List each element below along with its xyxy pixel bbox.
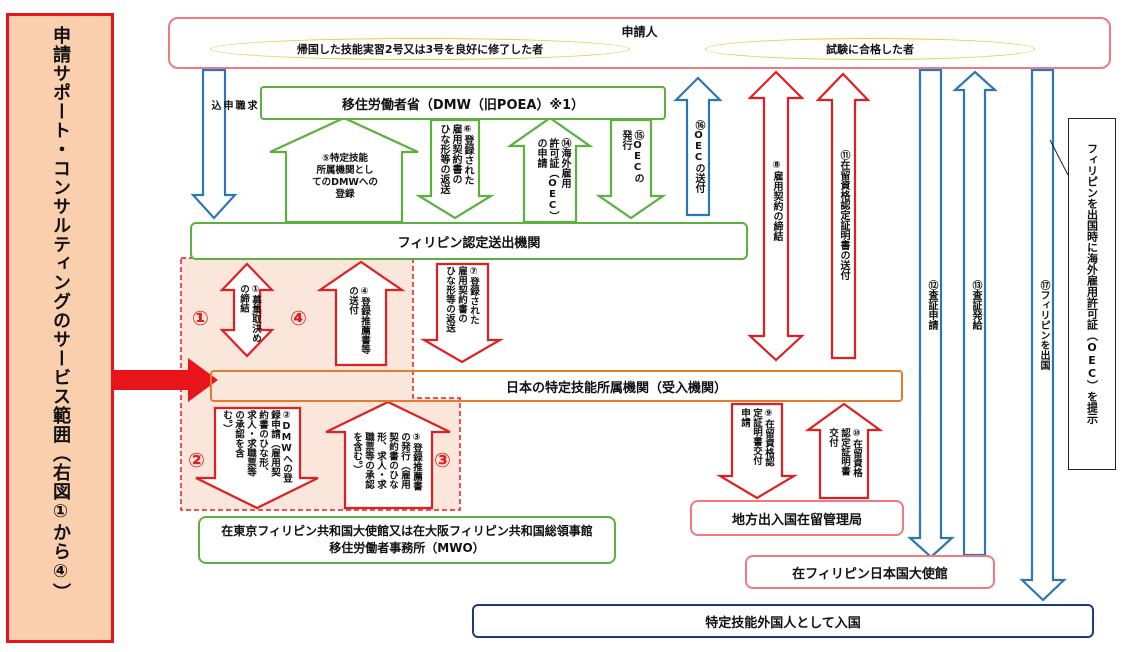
embassy-jp-line1: 在東京フィリピン共和国大使館又は在大阪フィリピン共和国総領事館 (221, 524, 593, 538)
label-s5: ⑤特定技能 所属機関とし てのDMWへの 登録 (312, 153, 378, 200)
applicant-oval-right: 試験に合格した者 (705, 38, 1035, 60)
arrow-s8 (747, 70, 805, 362)
embassy-ph-box: 在フィリピン日本国大使館 (745, 555, 995, 589)
label-s13: ⑬査証発給 (970, 280, 981, 330)
immigration-title: 地方出入国在留管理局 (731, 512, 862, 528)
label-s10: ⑩在留資格 認定証明書 交付 (827, 428, 862, 477)
receiving-org-title: 日本の特定技能所属機関（受入機関） (505, 380, 727, 396)
arrow-s17 (1019, 68, 1067, 602)
label-s8: ⑧雇用契約の締結 (771, 160, 782, 241)
label-s7: ⑦登録された 雇用契約書の ひな形等の返送 (444, 266, 479, 333)
applicant-box: 申請人 帰国した技能実習2号又は3号を良好に修了した者 試験に合格した者 (168, 17, 1111, 69)
applicant-oval-right-text: 試験に合格した者 (826, 43, 914, 56)
label-s11: ⑪在留資格認定証明書の送付 (838, 150, 849, 280)
label-s2: ②DMWへの登 録申請（雇用契 約書のひな形、 求人・求職票等 の承認を含 む。… (221, 410, 292, 483)
side-note-text: フィリピンを出国時に海外雇用許可証（OEC）を提示 (1085, 143, 1099, 424)
marker-2: ② (188, 448, 205, 472)
label-s1: ①募集取決め の締結 (238, 284, 261, 343)
arrow-s3 (325, 400, 451, 510)
arrow-s14 (506, 116, 594, 224)
embassy-jp-line2: 移住労働者事務所（MWO） (329, 541, 485, 555)
immigration-box: 地方出入国在留管理局 (690, 500, 904, 536)
receiving-org-box: 日本の特定技能所属機関（受入機関） (210, 370, 903, 402)
arrow-s10 (804, 402, 884, 500)
label-s17: ⑰フィリピンを出国 (1038, 280, 1049, 370)
arrow-s4 (316, 260, 406, 367)
arrow-s1 (219, 262, 275, 358)
arrow-job-application (190, 68, 238, 220)
embassy-jp-box: 在東京フィリピン共和国大使館又は在大阪フィリピン共和国総領事館 移住労働者事務所… (198, 516, 616, 564)
service-scope-text: 申請サポート・コンサルティングのサービス範囲（右図①から④） (50, 26, 71, 602)
arrow-s2 (195, 406, 319, 510)
arrow-s6 (415, 118, 495, 220)
marker-1: ① (192, 306, 209, 330)
label-s15: ⑮OECの 発行 (620, 130, 643, 183)
arrow-s7 (419, 262, 505, 364)
dmw-title: 移住労働者省（DMW（旧POEA）※1） (341, 97, 585, 113)
label-s6: ⑥登録された 雇用契約書の ひな形等の返送 (438, 124, 473, 194)
label-s12: ⑫査証申請 (926, 280, 937, 330)
arrow-s11 (815, 72, 871, 360)
marker-4: ④ (290, 306, 307, 330)
arrow-s16 (673, 76, 723, 217)
service-scope-panel: 申請サポート・コンサルティングのサービス範囲（右図①から④） (6, 13, 114, 643)
applicant-title: 申請人 (621, 25, 658, 39)
label-s14: ⑭海外雇用 許可証（OEC） の申請 (535, 138, 570, 221)
arrow-s9 (715, 402, 799, 500)
applicant-oval-left-text: 帰国した技能実習2号又は3号を良好に修了した者 (296, 43, 544, 56)
label-s3: ③登録推薦書 の発行（雇用 契約書のひな 形、求人・求 職票等の承認 を含む。） (351, 432, 422, 491)
arrow-s13 (952, 70, 998, 557)
label-s16: ⑯OECの送付 (693, 120, 704, 193)
entry-title: 特定技能外国人として入国 (705, 615, 861, 631)
side-note-box: フィリピンを出国時に海外雇用許可証（OEC）を提示 (1068, 118, 1116, 470)
applicant-oval-left: 帰国した技能実習2号又は3号を良好に修了した者 (210, 38, 630, 60)
big-red-arrow (114, 358, 218, 402)
arrow-s15 (595, 118, 667, 220)
label-s9: ⑨在留資格認 定証明書交付 申請 (739, 408, 774, 467)
side-note-connector (1049, 139, 1069, 176)
dmw-box: 移住労働者省（DMW（旧POEA）※1） (260, 86, 666, 120)
sending-agency-box: フィリピン認定送出機関 (190, 222, 748, 260)
arrow-s12 (907, 68, 955, 559)
label-job-application: 求 職 申 込 (209, 100, 256, 110)
sending-agency-title: フィリピン認定送出機関 (397, 235, 541, 251)
arrow-s5 (269, 116, 419, 224)
marker-3: ③ (434, 448, 451, 472)
embassy-ph-title: 在フィリピン日本国大使館 (792, 566, 948, 582)
label-s4: ④登録推薦書等 の送付 (347, 286, 370, 354)
entry-box: 特定技能外国人として入国 (472, 604, 1094, 638)
